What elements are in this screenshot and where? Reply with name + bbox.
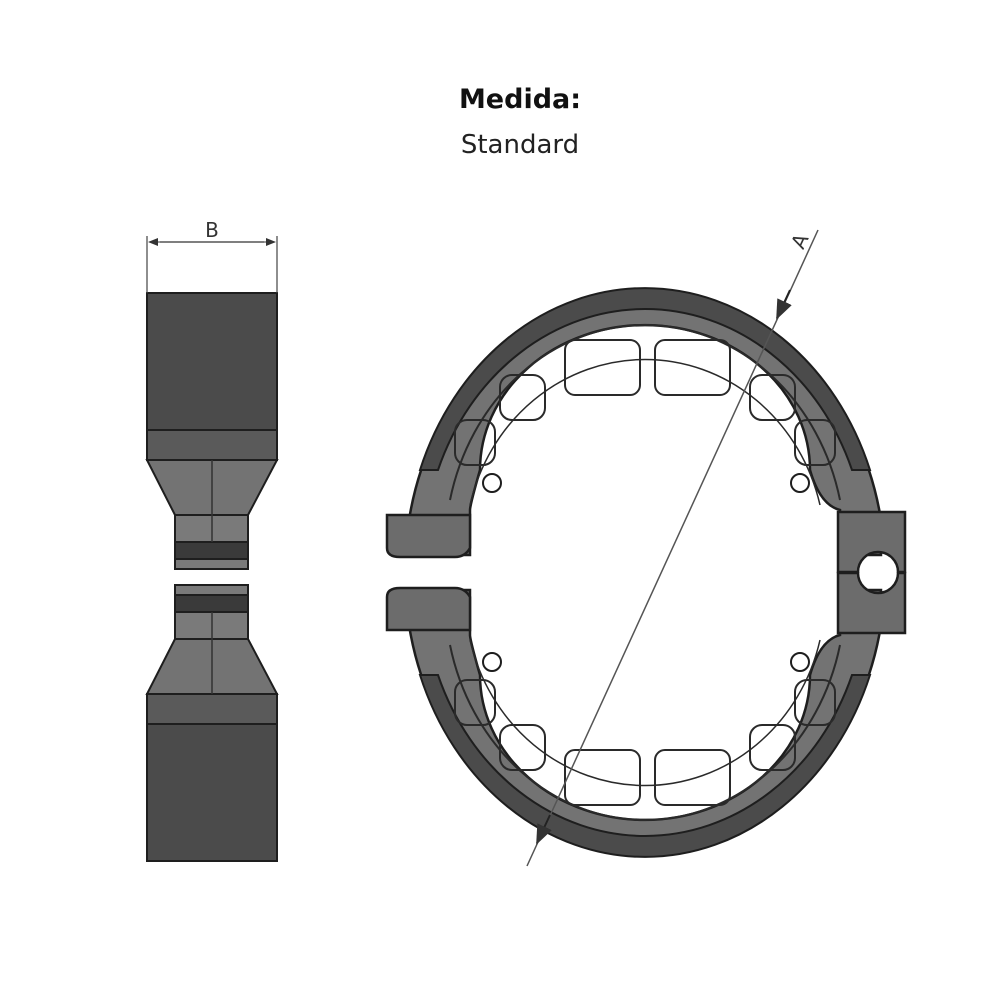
- dimension-b-label: B: [205, 218, 219, 242]
- measure-label: Medida:: [458, 84, 582, 115]
- side-view-lower: [146, 584, 278, 862]
- lower-brake-shoe: [385, 571, 907, 859]
- side-view-upper: [146, 292, 278, 570]
- dimension-b: B: [146, 218, 278, 293]
- measure-value: Standard: [460, 130, 580, 160]
- upper-brake-shoe: [385, 286, 907, 574]
